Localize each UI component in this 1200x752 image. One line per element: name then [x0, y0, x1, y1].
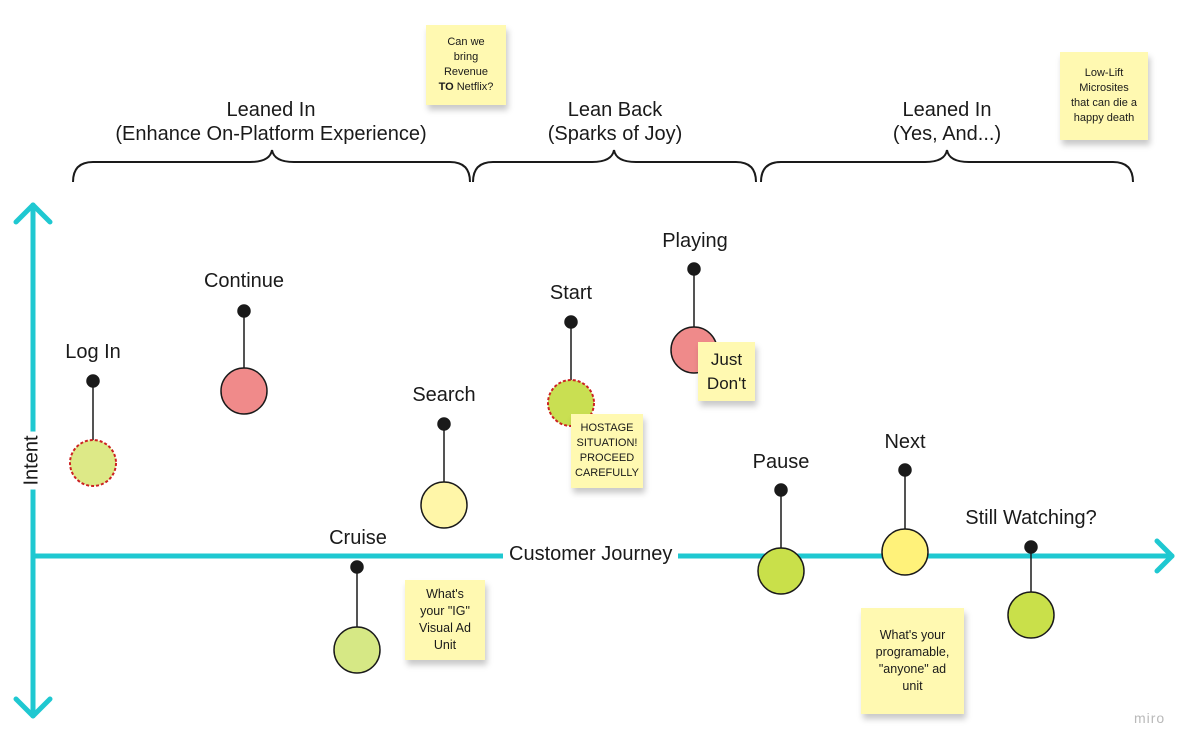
stage-circle-still-watching	[1007, 591, 1055, 639]
stage-circle-log-in	[69, 439, 117, 487]
sticky-text: Don't	[706, 373, 747, 393]
phase-heading-3: Leaned In (Yes, And...)	[893, 98, 1001, 146]
phase-heading-1: Leaned In (Enhance On-Platform Experienc…	[115, 98, 426, 146]
intent-axis-label: Intent	[20, 431, 44, 490]
stage-circle-pause	[757, 547, 805, 595]
miro-watermark: miro	[1134, 710, 1166, 726]
sticky-text: Netflix?	[456, 81, 494, 93]
sticky-text: What's	[426, 587, 464, 601]
sticky-just-dont[interactable]: Just Don't	[698, 342, 755, 401]
phase-title: Leaned In	[902, 99, 992, 121]
pin-head-cruise	[350, 560, 364, 574]
sticky-text: Just	[710, 349, 743, 369]
pin-head-continue	[237, 304, 251, 318]
pin-head-start	[564, 315, 578, 329]
phase-brace-1	[72, 149, 471, 183]
sticky-text: Low-Lift	[1084, 67, 1124, 79]
phase-title: Leaned In	[226, 99, 316, 121]
phase-subtitle: (Sparks of Joy)	[547, 123, 683, 145]
phase-brace-2	[472, 149, 757, 183]
sticky-text: that can die a	[1070, 97, 1138, 109]
journey-axis-label: Customer Journey	[503, 543, 679, 566]
sticky-microsites[interactable]: Low-Lift Microsites that can die a happy…	[1060, 52, 1148, 140]
stage-label-log-in: Log In	[65, 341, 121, 363]
sticky-text: "anyone" ad	[878, 662, 947, 676]
stage-label-cruise: Cruise	[329, 527, 387, 549]
stage-label-search: Search	[412, 384, 476, 406]
sticky-text-bold: TO	[438, 81, 454, 93]
pin-head-pause	[774, 483, 788, 497]
sticky-revenue[interactable]: Can we bring Revenue TO Netflix?	[426, 25, 506, 105]
sticky-text: What's your	[879, 628, 946, 642]
phase-subtitle: (Yes, And...)	[892, 123, 1002, 145]
pin-head-log-in	[86, 374, 100, 388]
sticky-ig-ad-unit[interactable]: What's your "IG" Visual Ad Unit	[405, 580, 485, 660]
stage-label-playing: Playing	[662, 230, 728, 252]
sticky-text: happy death	[1073, 112, 1135, 124]
pin-head-next	[898, 463, 912, 477]
sticky-hostage[interactable]: HOSTAGE SITUATION! PROCEED CAREFULLY	[571, 414, 643, 488]
phase-brace-3	[760, 149, 1134, 183]
phase-subtitle: (Enhance On-Platform Experience)	[115, 123, 427, 145]
pin-head-search	[437, 417, 451, 431]
sticky-text: PROCEED	[579, 452, 635, 464]
sticky-text: Visual Ad	[419, 621, 471, 635]
sticky-text: Can we	[447, 36, 485, 48]
sticky-text: bring	[453, 51, 479, 63]
sticky-text: unit	[902, 679, 923, 693]
stage-label-pause: Pause	[752, 451, 810, 473]
sticky-text: Revenue	[443, 66, 489, 78]
sticky-text: SITUATION!	[576, 437, 638, 449]
sticky-text: Unit	[433, 638, 457, 652]
sticky-text: programable,	[875, 645, 950, 659]
stage-circle-next	[881, 528, 929, 576]
phase-heading-2: Lean Back (Sparks of Joy)	[548, 98, 682, 146]
stage-circle-cruise	[333, 626, 381, 674]
phase-title: Lean Back	[567, 99, 663, 121]
stage-circle-continue	[220, 367, 268, 415]
sticky-text: HOSTAGE	[580, 422, 634, 434]
pin-head-still-watching	[1024, 540, 1038, 554]
sticky-programable-ad-unit[interactable]: What's your programable, "anyone" ad uni…	[861, 608, 964, 714]
stage-label-continue: Continue	[203, 270, 285, 292]
sticky-text: Microsites	[1079, 82, 1129, 94]
stage-label-next: Next	[884, 431, 926, 453]
sticky-text: your "IG"	[420, 604, 470, 618]
stage-label-still-watching: Still Watching?	[965, 507, 1097, 529]
pin-head-playing	[687, 262, 701, 276]
stage-circle-search	[420, 481, 468, 529]
stage-label-start: Start	[549, 282, 593, 304]
sticky-text: CAREFULLY	[575, 467, 639, 479]
